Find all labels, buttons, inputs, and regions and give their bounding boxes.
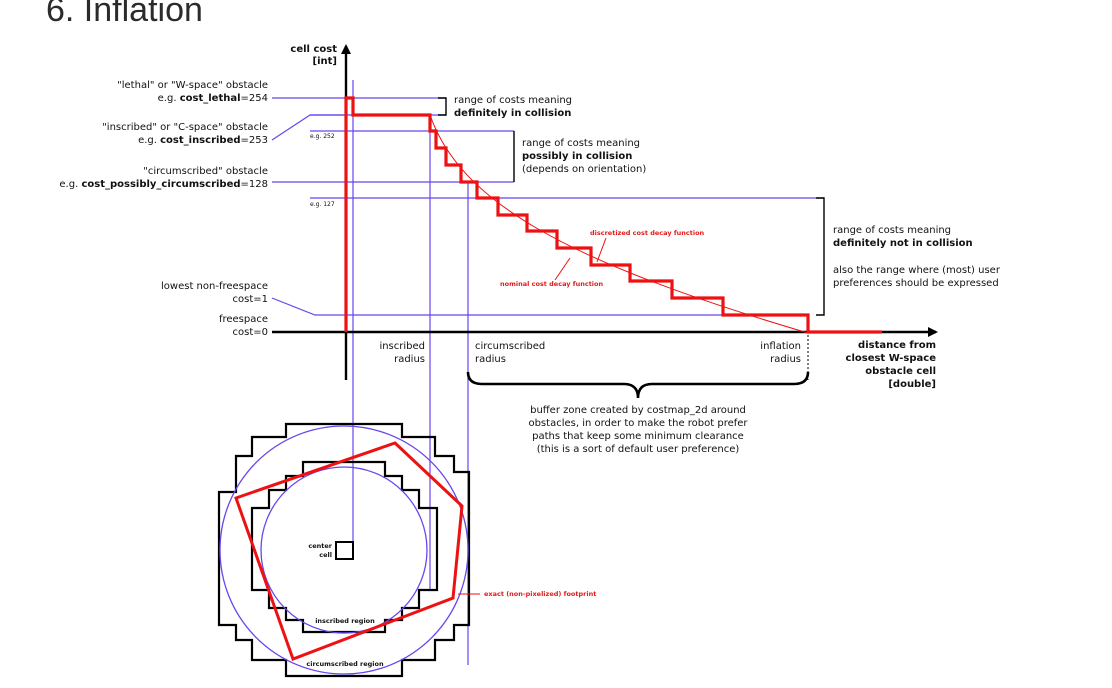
cost-inscribed-prefix: e.g. — [138, 135, 160, 146]
nominal-pointer — [554, 257, 571, 281]
circumscribed-radius-label-1: circumscribed — [475, 341, 545, 352]
cost-inscribed-name: cost_inscribed — [160, 135, 240, 146]
inscribed-radius-label-2: radius — [394, 354, 425, 365]
cost-circumscribed-name: cost_possibly_circumscribed — [81, 179, 240, 190]
circumscribed-region-label: circumscribed region — [306, 660, 384, 668]
inscribed-circle — [260, 466, 428, 634]
cost-inscribed-value: =253 — [241, 135, 268, 146]
exact-footprint-label: exact (non-pixelized) footprint — [484, 590, 596, 598]
inscribed-pixel-region — [250, 460, 439, 634]
x-axis-label-2: closest W-space — [846, 353, 937, 364]
center-cell-label-1: center — [308, 542, 332, 550]
center-cell-label-2: cell — [319, 551, 332, 559]
lowest-nonfree-label: lowest non-freespace — [161, 281, 268, 292]
range-brackets — [438, 97, 825, 316]
lowest-nonfree-cost: cost=1 — [233, 294, 269, 305]
center-cell — [335, 541, 354, 560]
circumscribed-radius-label-2: radius — [475, 354, 506, 365]
range-3-line-1: range of costs meaning — [833, 225, 951, 236]
range-1-line-2: definitely in collision — [454, 108, 571, 119]
cost-lethal-value: =254 — [241, 93, 268, 104]
range-1-line-1: range of costs meaning — [454, 95, 572, 106]
eg-127-label: e.g. 127 — [310, 201, 335, 208]
range-2-line-3: (depends on orientation) — [522, 164, 646, 175]
buffer-line-2: obstacles, in order to make the robot pr… — [528, 418, 748, 429]
discretized-pointer — [596, 237, 607, 263]
circumscribed-pixel-region — [217, 422, 471, 678]
range-3-line-4: preferences should be expressed — [833, 278, 999, 289]
inscribed-radius-label-1: inscribed — [379, 341, 425, 352]
inscribed-region-label: inscribed region — [315, 617, 375, 625]
range-2-line-1: range of costs meaning — [522, 138, 640, 149]
cost-lethal-prefix: e.g. — [158, 93, 180, 104]
buffer-zone-brace — [466, 371, 810, 399]
exact-footprint — [234, 441, 464, 661]
discretized-cost-decay-function — [344, 96, 882, 334]
freespace-label: freespace — [219, 314, 268, 325]
range-2-line-2: possibly in collision — [522, 151, 632, 162]
discretized-function-label: discretized cost decay function — [590, 229, 705, 237]
buffer-line-4: (this is a sort of default user preferen… — [537, 444, 740, 455]
inscribed-obstacle-label: "inscribed" or "C-space" obstacle — [102, 122, 268, 133]
circumscribed-circle — [219, 425, 469, 675]
buffer-line-3: paths that keep some minimum clearance — [532, 431, 744, 442]
eg-252-label: e.g. 252 — [310, 133, 335, 140]
inflation-radius-label-2: radius — [770, 354, 801, 365]
freespace-cost: cost=0 — [233, 327, 269, 338]
lethal-label: "lethal" or "W-space" obstacle — [117, 80, 268, 91]
range-3-line-2: definitely not in collision — [833, 238, 973, 249]
range-3-line-3: also the range where (most) user — [833, 265, 1001, 276]
buffer-line-1: buffer zone created by costmap_2d around — [530, 405, 746, 416]
y-axis-label-1: cell cost — [290, 44, 337, 55]
cost-circumscribed-prefix: e.g. — [59, 179, 81, 190]
cost-lethal-name: cost_lethal — [180, 93, 241, 104]
circumscribed-obstacle-label: "circumscribed" obstacle — [143, 166, 268, 177]
page-heading: 6. Inflation — [46, 0, 203, 29]
cost-lethal-label: e.g. cost_lethal=254 — [158, 93, 268, 104]
cost-circumscribed-value: =128 — [241, 179, 268, 190]
x-axis-label-4: [double] — [888, 379, 936, 390]
footprint-figure — [217, 422, 480, 678]
cost-inscribed-label: e.g. cost_inscribed=253 — [138, 135, 268, 146]
cost-circumscribed-label: e.g. cost_possibly_circumscribed=128 — [59, 179, 268, 190]
x-axis-label-1: distance from — [858, 340, 936, 351]
inflation-radius-label-1: inflation — [760, 341, 801, 352]
nominal-function-label: nominal cost decay function — [500, 280, 603, 288]
x-axis-label-3: obstacle cell — [865, 366, 936, 377]
y-axis-label-2: [int] — [313, 56, 337, 67]
